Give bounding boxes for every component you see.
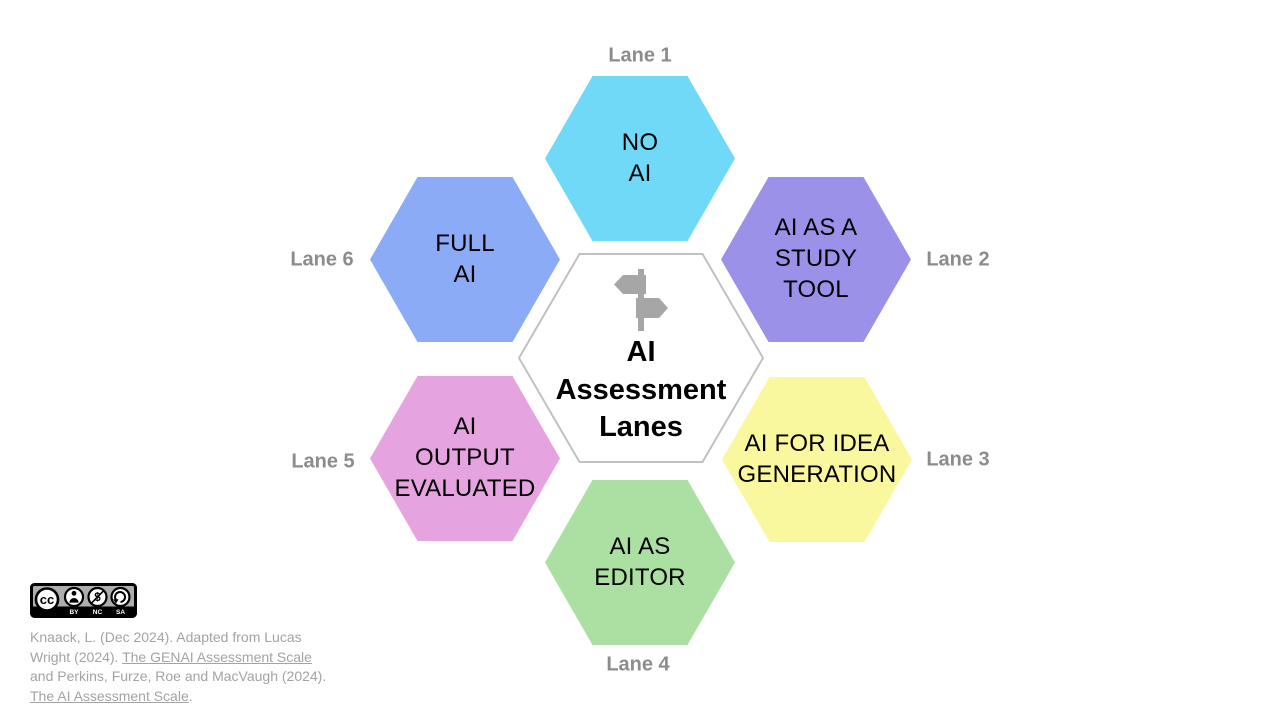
lane-5-hexagon-text: AI OUTPUT EVALUATED — [394, 413, 536, 502]
lane-4-hexagon: AI AS EDITOR — [545, 480, 735, 645]
nc-dollar-icon: $ — [87, 586, 108, 608]
svg-text:$: $ — [94, 592, 101, 604]
center-hexagon: AI Assessment Lanes — [518, 253, 764, 463]
lane-3-label: Lane 3 — [926, 448, 990, 471]
lane-3-hexagon: AI FOR IDEA GENERATION — [722, 377, 912, 542]
by-label: BY — [69, 609, 79, 616]
lane-1-label: Lane 1 — [608, 44, 672, 67]
lane-6-label: Lane 6 — [290, 248, 354, 271]
citation: Knaack, L. (Dec 2024). Adapted from Luca… — [30, 628, 370, 706]
lane-5-label: Lane 5 — [291, 450, 355, 473]
svg-text:cc: cc — [40, 592, 54, 607]
lane-3-hexagon-text: AI FOR IDEA GENERATION — [737, 429, 897, 488]
citation-line2-prefix: Wright (2024). — [30, 648, 123, 665]
lane-1-hexagon-text: NO AI — [621, 128, 659, 187]
nc-label: NC — [93, 609, 103, 616]
cc-by-nc-sa-badge: cc $ BY NC SA — [30, 583, 137, 618]
lane-6-hexagon-text: FULL AI — [435, 229, 495, 288]
ai-assessment-scale-link[interactable]: The AI Assessment Scale — [30, 687, 189, 704]
lane-4-hexagon-text: AI AS EDITOR — [594, 532, 686, 591]
by-person-icon — [63, 586, 85, 608]
cc-icon: cc — [34, 587, 60, 612]
diagram-title: AI Assessment Lanes — [555, 335, 727, 444]
lane-1-hexagon: NO AI — [545, 76, 735, 241]
sa-arrow-icon — [110, 586, 131, 608]
signpost-icon — [614, 268, 668, 331]
citation-line1: Knaack, L. (Dec 2024). Adapted from Luca… — [30, 629, 302, 645]
genai-assessment-scale-link[interactable]: The GENAI Assessment Scale — [122, 648, 312, 665]
lane-4-label: Lane 4 — [606, 653, 670, 676]
center-hexagon-outline — [518, 253, 764, 463]
citation-line4-suffix: . — [188, 687, 193, 704]
lane-2-hexagon: AI AS A STUDY TOOL — [721, 177, 911, 342]
sa-label: SA — [116, 609, 125, 616]
citation-line3: and Perkins, Furze, Roe and MacVaugh (20… — [30, 668, 327, 684]
lane-2-hexagon-text: AI AS A STUDY TOOL — [774, 214, 858, 303]
lane-2-label: Lane 2 — [926, 248, 990, 271]
